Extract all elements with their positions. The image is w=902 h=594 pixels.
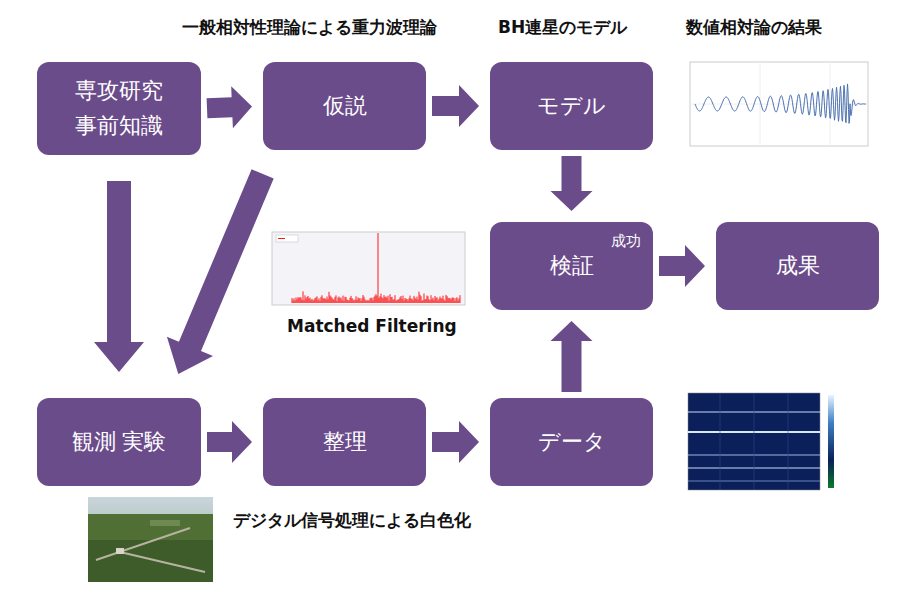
annotation: BH連星のモデル [498,16,627,39]
box-label: データ [538,425,606,459]
box-label: 検証 [550,249,594,283]
block-arrow [167,169,274,374]
spectrogram [688,393,834,490]
process-box: 検証成功 [490,222,653,310]
block-arrow [432,85,479,127]
observatory-photo [88,497,213,582]
block-arrow [551,321,593,392]
process-box: 仮説 [263,62,426,150]
process-box: モデル [490,62,653,150]
annotation: デジタル信号処理による白色化 [233,509,471,532]
status-note: 成功 [611,232,641,251]
process-box: 成果 [716,222,879,310]
box-label: モデル [537,89,606,123]
annotation: Matched Filtering [287,316,457,336]
box-label: 成果 [776,249,820,283]
block-arrow [94,181,144,372]
box-label: 専攻研究 事前知識 [69,74,169,142]
block-arrow [659,245,705,287]
process-box: 整理 [263,398,426,486]
snr-chart [272,232,465,305]
box-label: 仮説 [323,89,367,123]
block-arrow [432,421,479,463]
process-box: 観測 実験 [37,398,201,486]
process-box: データ [490,398,653,486]
box-label: 整理 [323,425,367,459]
process-box: 専攻研究 事前知識 [37,62,201,155]
block-arrow [207,86,252,128]
annotation: 一般相対性理論による重力波理論 [182,16,437,39]
box-label: 観測 実験 [72,425,167,459]
block-arrow [207,421,252,463]
block-arrow [551,156,593,211]
waveform-chart [690,62,868,146]
annotation: 数値相対論の結果 [686,16,822,39]
